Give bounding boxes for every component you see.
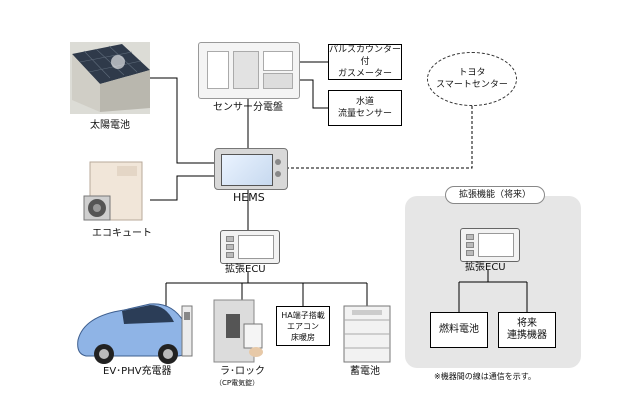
gas-meter-line2: ガスメーター [337,69,392,79]
ecocute-image [83,161,143,221]
ev-charger-label: EV･PHV充電器 [103,366,172,377]
solar-house-image [70,42,150,114]
expansion-ecu-left-image [220,230,280,264]
expansion-ecu-right-label: 拡張ECU [465,262,506,273]
lock-sub-label: （CP電気錠） [215,379,260,387]
gas-meter-line1: パルスカウンター付 [329,45,402,67]
extension-title: 拡張機能（将来） [445,186,545,204]
sensor-distribution-panel-image [198,42,300,99]
future-device-line1: 将来 [517,318,537,329]
toyota-smart-center: トヨタ スマートセンター [427,52,517,106]
water-sensor-line1: 水道 [355,97,374,107]
battery-image [343,305,391,363]
ecocute-label: エコキュート [92,228,152,239]
footnote: ※機器間の線は通信を示す。 [434,372,536,381]
panel-to-water-line [298,79,328,109]
solar-to-hems-line [150,77,214,164]
aircon-line1: HA端子搭載 [281,310,325,320]
toyota-line2: スマートセンター [436,80,508,90]
water-sensor-box: 水道 流量センサー [328,90,402,126]
lock-image [213,299,263,363]
fuel-cell-box: 燃料電池 [430,312,488,348]
ev-car-image [77,303,193,364]
gas-meter-box: パルスカウンター付 ガスメーター [328,44,402,80]
expansion-ecu-left-label: 拡張ECU [225,264,266,275]
sensor-panel-label: センサー分電盤 [213,102,283,113]
hems-label: HEMS [233,191,265,204]
future-device-line2: 連携機器 [507,330,547,341]
hems-screen [221,154,273,186]
lock-label: ラ･ロック [220,366,265,377]
hems-device-image [214,148,288,190]
future-device-box: 将来 連携機器 [498,312,556,348]
fuel-cell-label: 燃料電池 [439,324,479,335]
expansion-ecu-right-image [460,228,520,262]
solar-label: 太陽電池 [90,120,130,131]
water-sensor-line2: 流量センサー [337,109,392,119]
hems-to-toyota-line [286,106,473,169]
aircon-line3: 床暖房 [291,332,315,342]
toyota-line1: トヨタ [458,68,486,78]
aircon-line2: エアコン [287,321,319,331]
ecocute-to-hems-line [150,175,214,201]
battery-label: 蓄電池 [350,366,380,377]
aircon-box: HA端子搭載 エアコン 床暖房 [276,306,330,346]
